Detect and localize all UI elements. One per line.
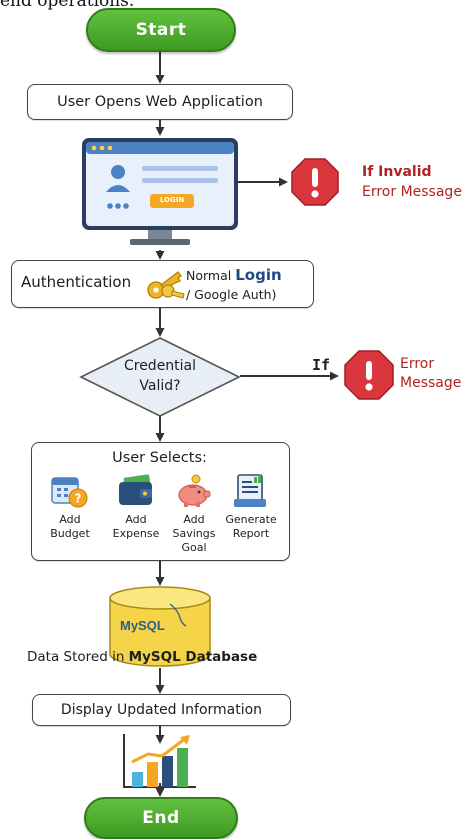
step-open-web-app: User Opens Web Application <box>27 84 293 120</box>
decision-branch-label: If <box>312 356 331 374</box>
option-add-expense[interactable]: Add Expense <box>108 513 164 541</box>
calendar-budget-icon: ? <box>51 477 88 508</box>
header-text-fragment: end operations. <box>0 0 135 11</box>
login-button-label: LOGIN <box>159 196 185 204</box>
credential-decision-diamond <box>79 337 241 417</box>
report-icon <box>234 474 266 507</box>
option-generate-report-label: Generate Report <box>225 513 277 540</box>
growth-chart-icon <box>123 734 196 788</box>
error-octagon-icon <box>291 158 339 206</box>
auth-method-prefix: Normal <box>186 268 232 283</box>
option-add-budget-label: Add Budget <box>50 513 90 540</box>
user-selects-title: User Selects: <box>112 450 207 466</box>
end-label: End <box>142 808 180 828</box>
mysql-logo-text: MySQL <box>120 618 165 633</box>
decision-line-2: Valid? <box>139 378 181 394</box>
database-cylinder-icon <box>109 586 211 667</box>
authentication-label: Authentication <box>21 273 132 291</box>
decision-label: Credential Valid? <box>80 356 240 396</box>
option-add-budget[interactable]: Add Budget <box>42 513 98 541</box>
decision-error-octagon-icon <box>344 350 394 400</box>
step-display-label: Display Updated Information <box>60 702 263 718</box>
svg-text:?: ? <box>75 492 82 506</box>
keys-icon <box>147 271 185 299</box>
decision-error-line-1: Error <box>400 356 435 372</box>
decision-error-line-2: Message <box>400 375 462 391</box>
login-screen-illustration: LOGIN <box>80 136 242 252</box>
end-node: End <box>84 797 238 839</box>
option-add-savings-goal[interactable]: Add Savings Goal <box>166 513 222 555</box>
invalid-error-title: If Invalid <box>362 164 432 180</box>
monitor-icon <box>82 138 238 245</box>
auth-method-line-2: / Google Auth) <box>186 287 277 302</box>
wallet-icon <box>119 474 152 505</box>
decision-line-1: Credential <box>123 358 197 374</box>
start-node: Start <box>86 8 236 52</box>
option-add-expense-label: Add Expense <box>112 513 160 540</box>
auth-method-login: Login <box>235 266 282 284</box>
auth-method-line-1: Normal Login <box>186 267 282 284</box>
invalid-error-subtitle: Error Message <box>362 184 462 200</box>
option-generate-report[interactable]: Generate Report <box>223 513 279 541</box>
start-label: Start <box>135 20 187 40</box>
step-display-updated: Display Updated Information <box>32 694 291 726</box>
piggy-bank-icon <box>178 474 211 507</box>
step-open-label: User Opens Web Application <box>57 94 263 110</box>
database-caption-prefix: Data Stored in <box>27 649 125 665</box>
database-caption-strong: MySQL Database <box>128 649 258 665</box>
option-add-savings-goal-label: Add Savings Goal <box>172 513 216 554</box>
database-caption: Data Stored in MySQL Database <box>27 649 257 665</box>
